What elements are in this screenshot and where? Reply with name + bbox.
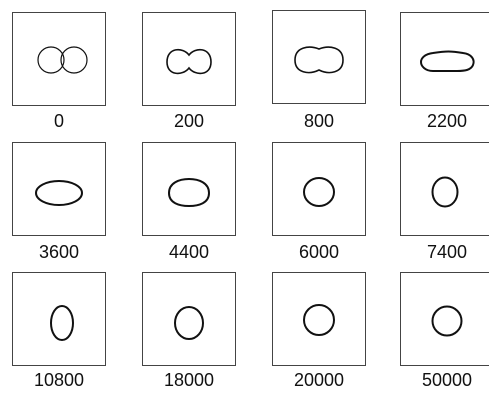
frame-label-1: 200 (142, 111, 236, 132)
merging-circles-shape (143, 13, 235, 105)
frame-panel-4 (12, 142, 106, 236)
frame-panel-2 (272, 10, 366, 104)
frame-panel-11 (400, 272, 489, 366)
circle-shape (273, 273, 365, 365)
frame-label-3: 2200 (400, 111, 489, 132)
frame-label-8: 10800 (12, 370, 106, 391)
oval-shape (143, 273, 235, 365)
frame-panel-8 (12, 272, 106, 366)
frame-label-11: 50000 (400, 370, 489, 391)
frame-label-0: 0 (12, 111, 106, 132)
frame-label-6: 6000 (272, 242, 366, 263)
ellipse-shape (143, 143, 235, 235)
frame-panel-6 (272, 142, 366, 236)
peanut-shape (273, 11, 365, 103)
two-circles-shape (13, 13, 105, 105)
frame-panel-0 (12, 12, 106, 106)
frame-label-2: 800 (272, 111, 366, 132)
frame-panel-10 (272, 272, 366, 366)
frame-panel-3 (400, 12, 489, 106)
tall-ellipse-shape (13, 273, 105, 365)
capsule-shape (401, 13, 489, 105)
near-circle-shape (273, 143, 365, 235)
frame-panel-9 (142, 272, 236, 366)
wide-ellipse-shape (13, 143, 105, 235)
frame-panel-1 (142, 12, 236, 106)
frame-panel-7 (400, 142, 489, 236)
frame-label-9: 18000 (142, 370, 236, 391)
frame-label-10: 20000 (272, 370, 366, 391)
frame-label-4: 3600 (12, 242, 106, 263)
frame-label-5: 4400 (142, 242, 236, 263)
frame-label-7: 7400 (400, 242, 489, 263)
tall-circle-shape (401, 143, 489, 235)
frame-panel-5 (142, 142, 236, 236)
final-circle-shape (401, 273, 489, 365)
